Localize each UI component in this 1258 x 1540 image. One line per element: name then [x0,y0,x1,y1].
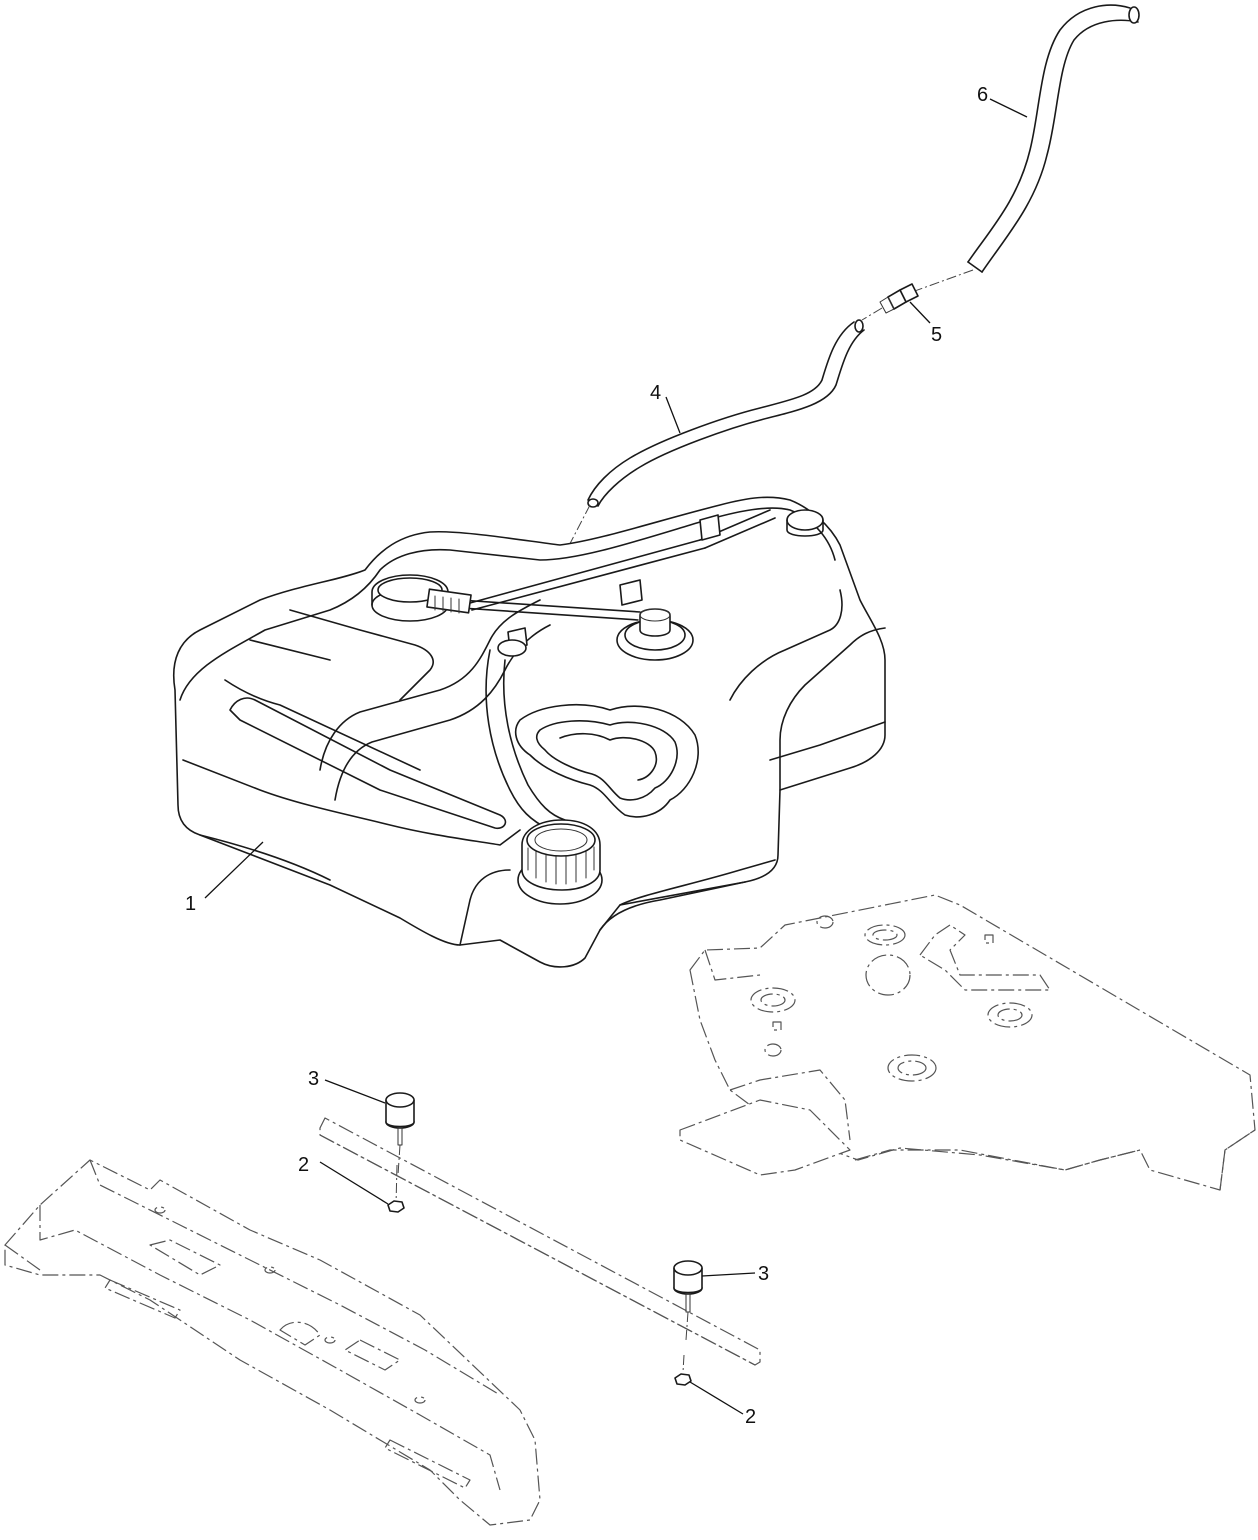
frame-rail-left [4,1159,541,1526]
callout-4: 4 [650,382,661,404]
hose-fitting [879,283,919,314]
callout-2-lower: 2 [745,1406,756,1428]
callout-2-upper: 2 [298,1154,309,1176]
vent-hose-lower [587,319,865,508]
rubber-bumper-upper [385,1092,415,1146]
rubber-bumper-lower [673,1260,703,1313]
callout-3-upper: 3 [308,1068,319,1090]
lock-nut-upper [387,1200,405,1213]
chassis-plate-right [679,894,1256,1191]
fuel-tank [173,496,886,968]
leader-lines [204,98,1028,1415]
cross-bar [319,1117,761,1366]
callout-5: 5 [931,324,942,346]
fuel-cap [517,819,603,905]
callout-6: 6 [977,84,988,106]
callout-3-lower: 3 [758,1263,769,1285]
callout-1: 1 [185,893,196,915]
lock-nut-lower [674,1373,692,1386]
vent-hose-upper [967,4,1140,273]
